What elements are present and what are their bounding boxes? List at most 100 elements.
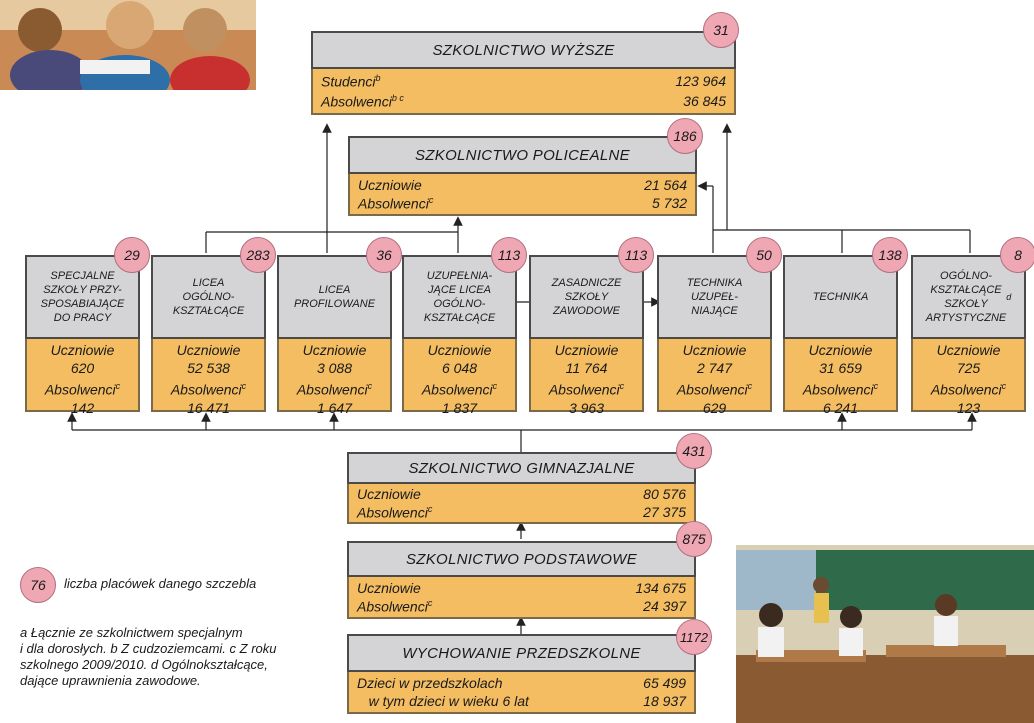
secondary-school-title: TECHNIKA UZUPEŁ- NIAJĄCE xyxy=(686,277,743,317)
stat-value: 5 732 xyxy=(651,195,687,211)
graduates-value: 16 471 xyxy=(187,399,230,416)
footnote-mark: c xyxy=(427,598,433,608)
graduates-label-line: Absolwencic xyxy=(153,377,264,399)
footnote-mark: c xyxy=(747,381,753,391)
stat-row: Uczniowie 80 576 xyxy=(357,486,686,502)
institution-count-badge: 138 xyxy=(872,237,908,273)
students-value: 3 088 xyxy=(316,360,353,376)
stat-row: Absolwencic 27 375 xyxy=(357,504,686,521)
stat-row: Absolwencic 5 732 xyxy=(358,195,687,212)
institution-count-badge: 283 xyxy=(240,237,276,273)
institution-count-badge: 1172 xyxy=(676,619,712,655)
stat-label: Absolwenci xyxy=(357,504,428,521)
students-label: Uczniowie xyxy=(554,342,619,358)
higher-education-title: SZKOLNICTWO WYŻSZE xyxy=(432,41,615,59)
secondary-school-title: LICEA PROFILOWANE xyxy=(293,284,376,310)
lower-secondary-header: SZKOLNICTWO GIMNAZJALNE xyxy=(347,452,696,484)
graduates-label: Absolwenci xyxy=(170,381,242,398)
graduates-label: Absolwenci xyxy=(930,381,1002,398)
graduates-label-line: Absolwencic xyxy=(913,377,1024,399)
footnote-mark: c xyxy=(619,381,625,391)
institution-count-badge: 50 xyxy=(746,237,782,273)
footnote-mark: c xyxy=(492,381,498,391)
lower-secondary-stats: Uczniowie 80 576 Absolwencic 27 375 xyxy=(347,484,696,524)
stat-label: Absolwenci xyxy=(321,93,392,110)
stat-row: Studencib 123 964 xyxy=(321,73,726,90)
graduates-label: Absolwenci xyxy=(802,381,874,398)
stat-label: w tym dzieci w wieku 6 lat xyxy=(357,693,529,709)
preschool-stats: Dzieci w przedszkolach 65 499 w tym dzie… xyxy=(347,672,696,714)
postsecondary-title: SZKOLNICTWO POLICEALNE xyxy=(415,146,630,164)
footnote-mark: c xyxy=(427,504,433,514)
secondary-school-title: OGÓLNO- KSZTAŁCĄCE SZKOŁY ARTYSTYCZNE xyxy=(925,270,1007,324)
students-value: 725 xyxy=(956,360,981,376)
students-label: Uczniowie xyxy=(427,342,492,358)
students-label: Uczniowie xyxy=(302,342,367,358)
stat-value: 36 845 xyxy=(683,93,726,109)
graduates-label-line: Absolwencic xyxy=(404,377,515,399)
footnote-mark: d xyxy=(1006,292,1012,302)
stat-value: 65 499 xyxy=(643,675,686,691)
stat-row: Absolwencic 24 397 xyxy=(357,598,686,615)
secondary-school-title: ZASADNICZE SZKOŁY ZAWODOWE xyxy=(551,277,622,317)
footnote: a Łącznie ze szkolnictwem specjalnym i d… xyxy=(20,625,277,688)
stat-value: 21 564 xyxy=(644,177,687,193)
postsecondary-header: SZKOLNICTWO POLICEALNE xyxy=(348,136,697,174)
institution-count-badge: 113 xyxy=(491,237,527,273)
footnote-mark: c xyxy=(115,381,121,391)
footnote-mark: c xyxy=(873,381,879,391)
secondary-school-title: LICEA OGÓLNO- KSZTAŁCĄCE xyxy=(172,277,245,317)
graduates-value: 142 xyxy=(70,399,95,416)
secondary-school-title: UZUPEŁNIA- JĄCE LICEA OGÓLNO- KSZTAŁCĄCE xyxy=(423,270,496,324)
stat-value: 27 375 xyxy=(643,504,686,520)
graduates-label: Absolwenci xyxy=(296,381,368,398)
institution-count-badge: 36 xyxy=(366,237,402,273)
footnote-mark: c xyxy=(428,195,434,205)
stat-value: 123 964 xyxy=(675,73,726,89)
secondary-school-title: SPECJALNE SZKOŁY PRZY- SPOSABIAJĄCE DO P… xyxy=(40,270,125,324)
stat-row: Dzieci w przedszkolach 65 499 xyxy=(357,675,686,691)
stat-row: Uczniowie 21 564 xyxy=(358,177,687,193)
legend-badge: 76 xyxy=(20,567,56,603)
stat-value: 134 675 xyxy=(635,580,686,596)
graduates-label: Absolwenci xyxy=(676,381,748,398)
footnote-mark: c xyxy=(1001,381,1007,391)
graduates-label: Absolwenci xyxy=(548,381,620,398)
classroom-photo xyxy=(736,545,1034,723)
stat-label: Absolwenci xyxy=(358,195,429,212)
stat-label: Uczniowie xyxy=(357,580,421,596)
secondary-school-title: TECHNIKA xyxy=(812,291,869,303)
graduates-label-line: Absolwencic xyxy=(659,377,770,399)
students-label: Uczniowie xyxy=(50,342,115,358)
students-value: 2 747 xyxy=(696,360,733,376)
stat-row: Absolwencib c 36 845 xyxy=(321,93,726,110)
postsecondary-stats: Uczniowie 21 564 Absolwencic 5 732 xyxy=(348,174,697,216)
students-value: 11 764 xyxy=(565,360,608,376)
institution-count-badge: 31 xyxy=(703,12,739,48)
footnote-mark: b xyxy=(375,73,381,83)
institution-count-badge: 113 xyxy=(618,237,654,273)
graduates-label-line: Absolwencic xyxy=(785,377,896,399)
primary-title: SZKOLNICTWO PODSTAWOWE xyxy=(405,550,638,568)
higher-education-stats: Studencib 123 964 Absolwencib c 36 845 xyxy=(311,69,736,115)
stat-row: w tym dzieci w wieku 6 lat 18 937 xyxy=(357,693,686,709)
stat-label: Uczniowie xyxy=(358,177,422,193)
graduates-label-line: Absolwencic xyxy=(531,377,642,399)
higher-education-header: SZKOLNICTWO WYŻSZE xyxy=(311,31,736,69)
students-value: 31 659 xyxy=(819,360,862,376)
students-value: 52 538 xyxy=(187,360,230,376)
graduates-value: 3 963 xyxy=(568,399,605,416)
footnote-mark: b c xyxy=(391,93,404,103)
footnote-mark: c xyxy=(241,381,247,391)
stat-row: Uczniowie 134 675 xyxy=(357,580,686,596)
graduates-label-line: Absolwencic xyxy=(279,377,390,399)
students-value: 620 xyxy=(70,360,95,376)
graduates-value: 629 xyxy=(702,399,727,416)
stat-label: Dzieci w przedszkolach xyxy=(357,675,503,691)
students-label: Uczniowie xyxy=(176,342,241,358)
